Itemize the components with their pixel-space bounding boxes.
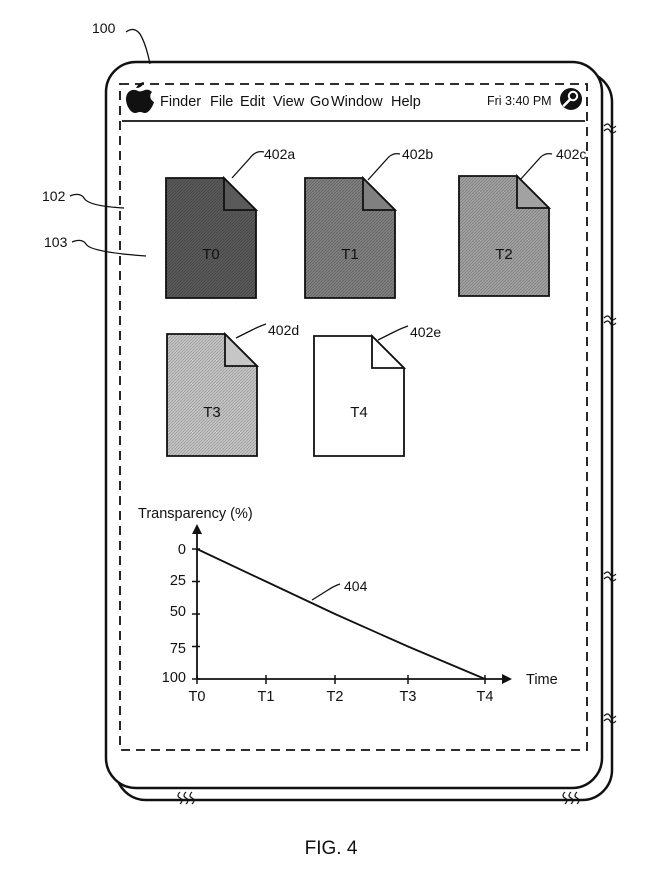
menu-view[interactable]: View	[273, 94, 305, 110]
ref-document-402d: 402d	[268, 322, 300, 338]
ref-document-402e: 402e	[410, 324, 442, 340]
menu-file[interactable]: File	[210, 94, 234, 110]
document-icon-t2[interactable]	[458, 173, 552, 297]
menubar-clock: Fri 3:40 PM	[487, 94, 552, 108]
search-icon[interactable]	[560, 88, 582, 110]
document-fold-corner	[224, 331, 260, 367]
menu-finder[interactable]: Finder	[160, 94, 202, 110]
chart-ylabel: Transparency (%)	[138, 506, 253, 522]
document-label-t4: T4	[350, 404, 368, 421]
document-fold-corner	[516, 173, 552, 209]
transparency-chart	[192, 524, 512, 684]
chart-ytick-25: 25	[169, 573, 186, 589]
figure-caption: FIG. 4	[304, 838, 358, 859]
chart-xtick-t4: T4	[476, 689, 494, 705]
ref-document-402b: 402b	[402, 146, 434, 162]
document-fold-corner	[371, 333, 407, 369]
chart-xlabel: Time	[526, 672, 558, 688]
document-icon-t3[interactable]	[166, 331, 260, 457]
menu-go[interactable]: Go	[310, 94, 330, 110]
reference-leaders	[69, 28, 553, 601]
chart-x-axis-arrow	[502, 674, 512, 684]
document-icons	[165, 173, 552, 457]
ref-display: 102	[42, 188, 66, 204]
menu-help[interactable]: Help	[391, 94, 421, 110]
ref-document-402c: 402c	[556, 146, 587, 162]
menu-window[interactable]: Window	[331, 94, 383, 110]
ref-graph-line: 404	[344, 578, 368, 594]
ref-document-402a: 402a	[264, 146, 296, 162]
document-label-t1: T1	[341, 246, 359, 263]
chart-ytick-75: 75	[169, 641, 186, 657]
document-label-t3: T3	[203, 404, 221, 421]
chart-ytick-50: 50	[169, 604, 186, 620]
edge-texture-marks	[177, 123, 617, 805]
chart-xtick-t2: T2	[326, 689, 344, 705]
document-label-t2: T2	[495, 246, 513, 263]
document-icon-t4[interactable]	[313, 333, 407, 457]
document-label-t0: T0	[202, 246, 220, 263]
display-boundary	[119, 83, 588, 751]
menu-edit[interactable]: Edit	[240, 94, 265, 110]
ref-desktop: 103	[44, 234, 68, 250]
document-fold-corner	[362, 175, 398, 211]
chart-xtick-t1: T1	[257, 689, 275, 705]
document-icon-t0[interactable]	[165, 175, 259, 299]
chart-ytick-0: 0	[177, 542, 186, 558]
chart-ytick-100: 100	[161, 670, 186, 686]
document-fold-corner	[223, 175, 259, 211]
chart-series-line	[196, 548, 486, 680]
ref-device: 100	[92, 20, 116, 36]
chart-xtick-t0: T0	[188, 689, 206, 705]
chart-xtick-t3: T3	[399, 689, 417, 705]
apple-logo-icon[interactable]	[126, 82, 154, 113]
chart-y-axis-arrow	[192, 524, 202, 534]
document-icon-t1[interactable]	[304, 175, 398, 299]
